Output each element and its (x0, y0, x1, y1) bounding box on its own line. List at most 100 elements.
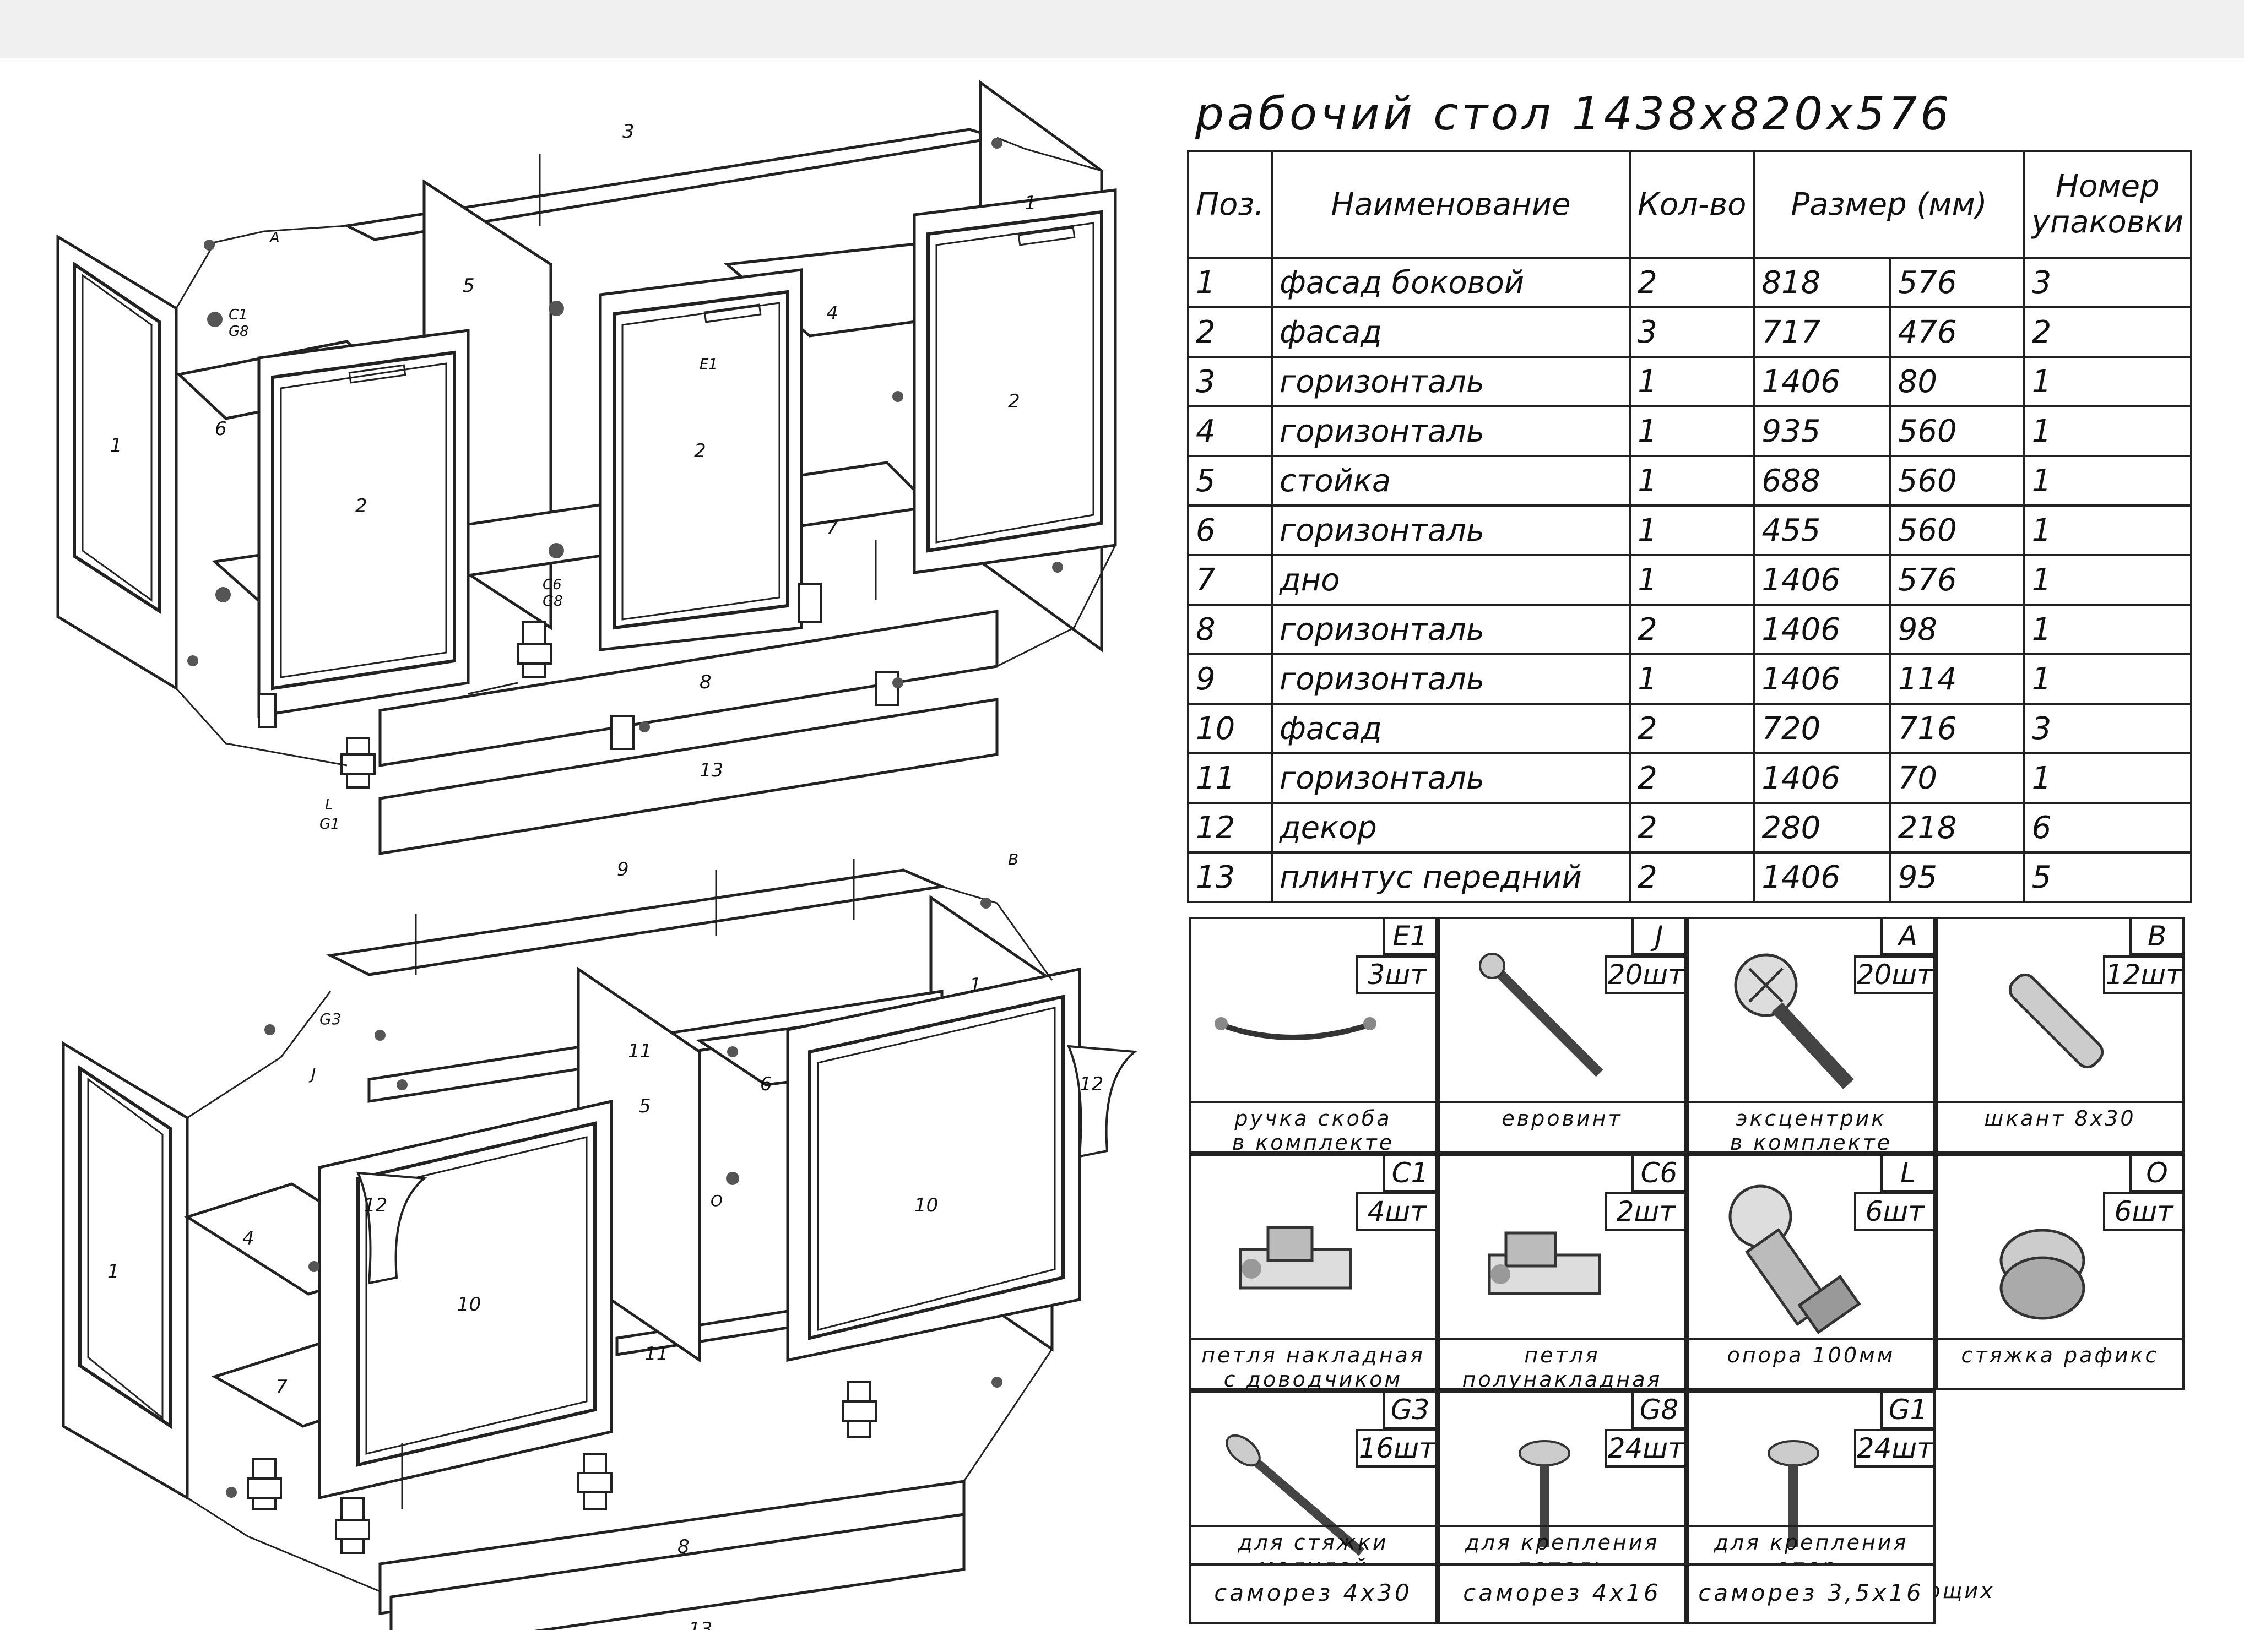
label-1: 1 (107, 1260, 120, 1283)
cell-size-length: 1406 (1753, 851, 1891, 903)
page-title: рабочий стол 1438x820x576 (1195, 88, 1953, 140)
cell-qty: 1 (1629, 455, 1755, 507)
label-1: 1 (969, 974, 982, 996)
label-12: 12 (1080, 1073, 1103, 1095)
fitting-qty: 12шт (2103, 955, 2182, 994)
header-pos: Поз. (1187, 150, 1273, 259)
fitting-code: B (2129, 919, 2182, 955)
fitting-qty: 6шт (1854, 1192, 1933, 1231)
cell-size-length: 1406 (1753, 604, 1891, 655)
cell-size-length: 455 (1753, 504, 1891, 556)
cell-name: стойка (1270, 455, 1631, 507)
fitting-caption-line1: петля накладная (1201, 1343, 1425, 1367)
cell-name: фасад (1270, 306, 1631, 358)
label-7: 7 (826, 517, 838, 539)
bottom-exploded-view: 1 1 4 5 6 7 8 9 10 10 11 11 12 12 13 B G… (62, 850, 1138, 1630)
cell-pos: 7 (1187, 554, 1273, 606)
cell-size-width: 476 (1889, 306, 2025, 358)
label-A: A (269, 230, 280, 246)
label-11: 11 (644, 1343, 668, 1365)
label-G1: G1 (319, 816, 340, 833)
label-5: 5 (639, 1095, 651, 1117)
cell-size-length: 935 (1753, 405, 1891, 457)
cell-size-length: 717 (1753, 306, 1891, 358)
fitting-code: G8 (1631, 1393, 1684, 1429)
cell-size-width: 70 (1889, 752, 2025, 804)
cell-name: фасад боковой (1270, 257, 1631, 308)
cell-qty: 2 (1629, 604, 1755, 655)
label-B: B (1008, 850, 1018, 868)
label-10: 10 (914, 1194, 938, 1216)
page-top-margin (0, 0, 2244, 58)
cell-size-width: 98 (1889, 604, 2025, 655)
label-6: 6 (760, 1073, 772, 1095)
header-package-line1: Номер (2055, 169, 2160, 204)
cell-qty: 1 (1629, 554, 1755, 606)
label-G8: G8 (229, 323, 249, 340)
label-8: 8 (677, 1536, 690, 1558)
fitting-caption-line1: опора 100мм (1727, 1343, 1895, 1367)
fitting-qty: 6шт (2103, 1192, 2182, 1231)
label-7: 7 (275, 1376, 288, 1398)
cell-size-width: 560 (1889, 504, 2025, 556)
label-12: 12 (364, 1194, 387, 1216)
cell-name: горизонталь (1270, 405, 1631, 457)
fitting-code: O (2129, 1156, 2182, 1192)
parts-table: Поз. Наименование Кол-во Размер (мм) Ном… (1187, 150, 2193, 903)
cell-size-length: 1406 (1753, 356, 1891, 407)
fitting-qty: 16шт (1356, 1429, 1435, 1468)
label-C6: C6 (543, 577, 562, 593)
cell-package: 5 (2023, 851, 2193, 903)
label-5: 5 (463, 275, 475, 297)
cell-pos: 8 (1187, 604, 1273, 655)
table-header-row: Поз. Наименование Кол-во Размер (мм) Ном… (1187, 150, 2193, 259)
label-13: 13 (689, 1618, 712, 1630)
cell-size-width: 576 (1889, 257, 2025, 308)
fitting-code: G3 (1383, 1393, 1435, 1429)
cell-size-width: 560 (1889, 455, 2025, 507)
header-package-line2: упаковки (2031, 204, 2183, 240)
cell-size-width: 114 (1889, 653, 2025, 705)
assembly-drawing: 1 2 2 2 1 3 4 5 6 7 8 13 A C1 G8 C6 G8 E… (56, 80, 1138, 1630)
cell-name: фасад (1270, 703, 1631, 754)
hinge-icon (1239, 1226, 1352, 1290)
fitting-caption: опора 100мм (1689, 1338, 1933, 1367)
screw-short-icon (1519, 1440, 1570, 1547)
fitting-code: A (1880, 919, 1933, 955)
label-1: 1 (1025, 192, 1037, 214)
fitting-bottom-caption: саморез 4х30 (1189, 1563, 1438, 1624)
fitting-qty: 24шт (1854, 1429, 1933, 1468)
cell-package: 1 (2023, 554, 2193, 606)
cell-package: 1 (2023, 752, 2193, 804)
label-C1: C1 (229, 307, 248, 323)
cell-size-length: 1406 (1753, 653, 1891, 705)
cell-size-length: 280 (1753, 802, 1891, 854)
cell-pos: 12 (1187, 802, 1273, 854)
fitting-qty: 3шт (1356, 955, 1435, 994)
fitting-caption-line2: в комплекте (1232, 1131, 1395, 1155)
fitting-caption-line1: ручка скоба (1234, 1106, 1392, 1131)
top-exploded-view: 1 2 2 2 1 3 4 5 6 7 8 13 A C1 G8 C6 G8 E… (56, 80, 1117, 855)
label-1: 1 (110, 434, 122, 457)
fitting-code: L (1880, 1156, 1933, 1192)
fitting-qty: 20шт (1854, 955, 1933, 994)
fitting-bottom-caption: саморез 3,5х16 (1687, 1563, 1936, 1624)
cell-package: 6 (2023, 802, 2193, 854)
fitting-caption-line1: шкант 8х30 (1984, 1106, 2136, 1131)
cell-name: горизонталь (1270, 604, 1631, 655)
cell-qty: 2 (1629, 752, 1755, 804)
screw-short-icon (1768, 1440, 1819, 1547)
cell-name: декор (1270, 802, 1631, 854)
cell-size-length: 1406 (1753, 554, 1891, 606)
